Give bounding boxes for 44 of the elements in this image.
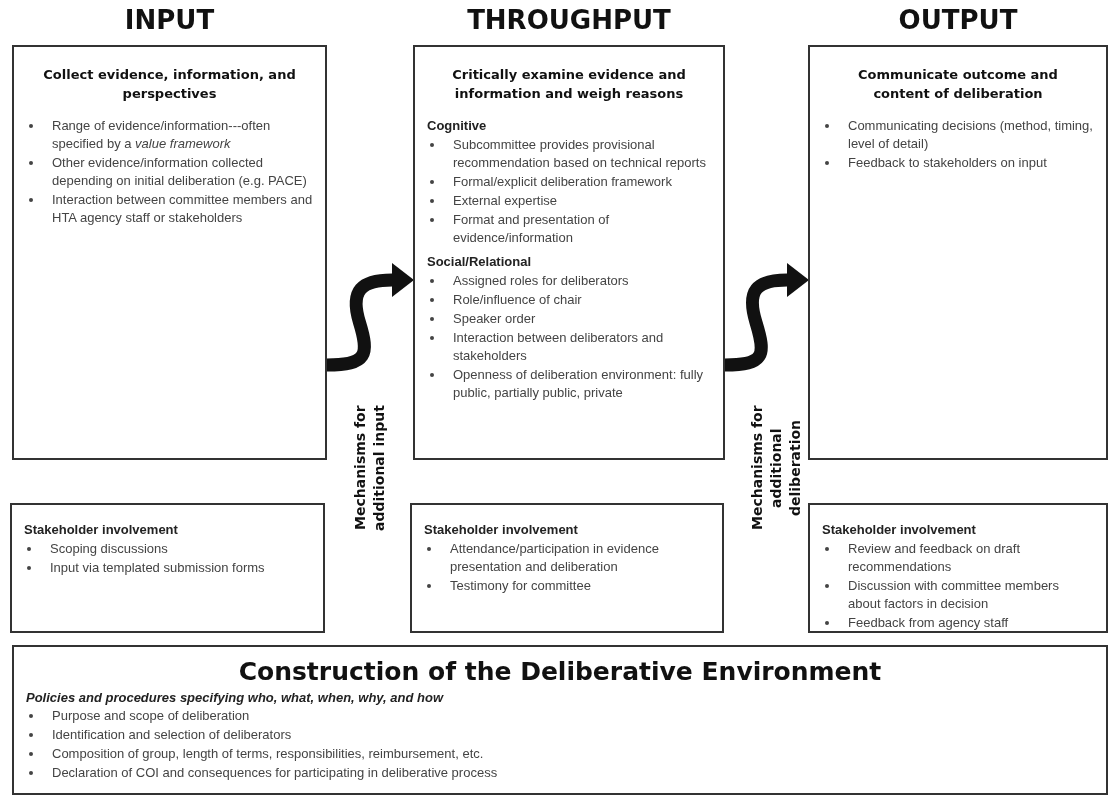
- box-title: Communicate outcome and content of deliberation: [857, 66, 1059, 103]
- section-label: Social/Relational: [427, 253, 532, 271]
- bullet-text: Openness of deliberation environment: fully public, partially public, private: [453, 366, 705, 402]
- bullet-text: External expertise: [453, 192, 559, 210]
- section-label: Cognitive: [427, 117, 487, 135]
- bullet-text: Scoping discussions: [50, 540, 169, 558]
- column-heading: THROUGHPUT: [467, 5, 671, 35]
- bullet-text: Discussion with committee members about factors in decision: [848, 577, 1060, 613]
- bullet-text: Identification and selection of deliberators: [52, 726, 293, 744]
- bullet-text: Role/influence of chair: [453, 291, 583, 309]
- bullet-text: Range of evidence/information---often specified by a value framework: [52, 117, 272, 153]
- bullet-text: Composition of group, length of terms, responsibilities, reimbursement, etc.: [52, 745, 485, 763]
- column-heading: INPUT: [124, 5, 215, 35]
- bullet-text: Feedback from agency staff: [848, 614, 1010, 632]
- bullet-text: Feedback to stakeholders on input: [848, 154, 1048, 172]
- bullet-text: Interaction between deliberators and stakeholders: [453, 329, 665, 365]
- bullet-text: Formal/explicit deliberation framework: [453, 173, 673, 191]
- text-box: [410, 503, 724, 633]
- text-box: [10, 503, 325, 633]
- bullet-text: Other evidence/information collected depending on initial deliberation (e.g. PACE): [52, 154, 308, 190]
- column-heading: OUTPUT: [898, 5, 1018, 35]
- bullet-text: Assigned roles for deliberators: [453, 272, 630, 290]
- bullet-text: Attendance/participation in evidence presentation and deliberation: [450, 540, 660, 576]
- section-heading: Construction of the Deliberative Environment: [238, 657, 882, 686]
- section-label: Stakeholder involvement: [822, 521, 976, 539]
- bullet-text: Interaction between committee members and HTA agency staff or stakeholders: [52, 191, 313, 227]
- bullet-text: Format and presentation of evidence/information: [453, 211, 611, 247]
- bullet-text: Subcommittee provides provisional recommendation based on technical reports: [453, 136, 707, 172]
- bullet-text: Input via templated submission forms: [50, 559, 266, 577]
- bullet-text: Testimony for committee: [450, 577, 592, 595]
- text-box: [12, 645, 1108, 795]
- curved-arrow: [326, 263, 414, 372]
- curved-arrow: [724, 263, 809, 372]
- bullet-text: Review and feedback on draft recommendations: [848, 540, 1021, 576]
- box-title: Collect evidence, information, and perspectives: [42, 66, 297, 103]
- section-label: Stakeholder involvement: [424, 521, 578, 539]
- bullet-text: Purpose and scope of deliberation: [52, 707, 251, 725]
- subtitle-text: Policies and procedures specifying who, what, when, why, and how: [26, 690, 444, 705]
- bullet-text: Communicating decisions (method, timing, level of detail): [848, 117, 1094, 153]
- text-box: [808, 503, 1108, 633]
- bullet-text: Speaker order: [453, 310, 537, 328]
- box-title: Critically examine evidence and information and weigh reasons: [451, 66, 687, 103]
- section-label: Stakeholder involvement: [24, 521, 178, 539]
- bullet-text: Declaration of COI and consequences for participating in deliberative process: [52, 764, 499, 782]
